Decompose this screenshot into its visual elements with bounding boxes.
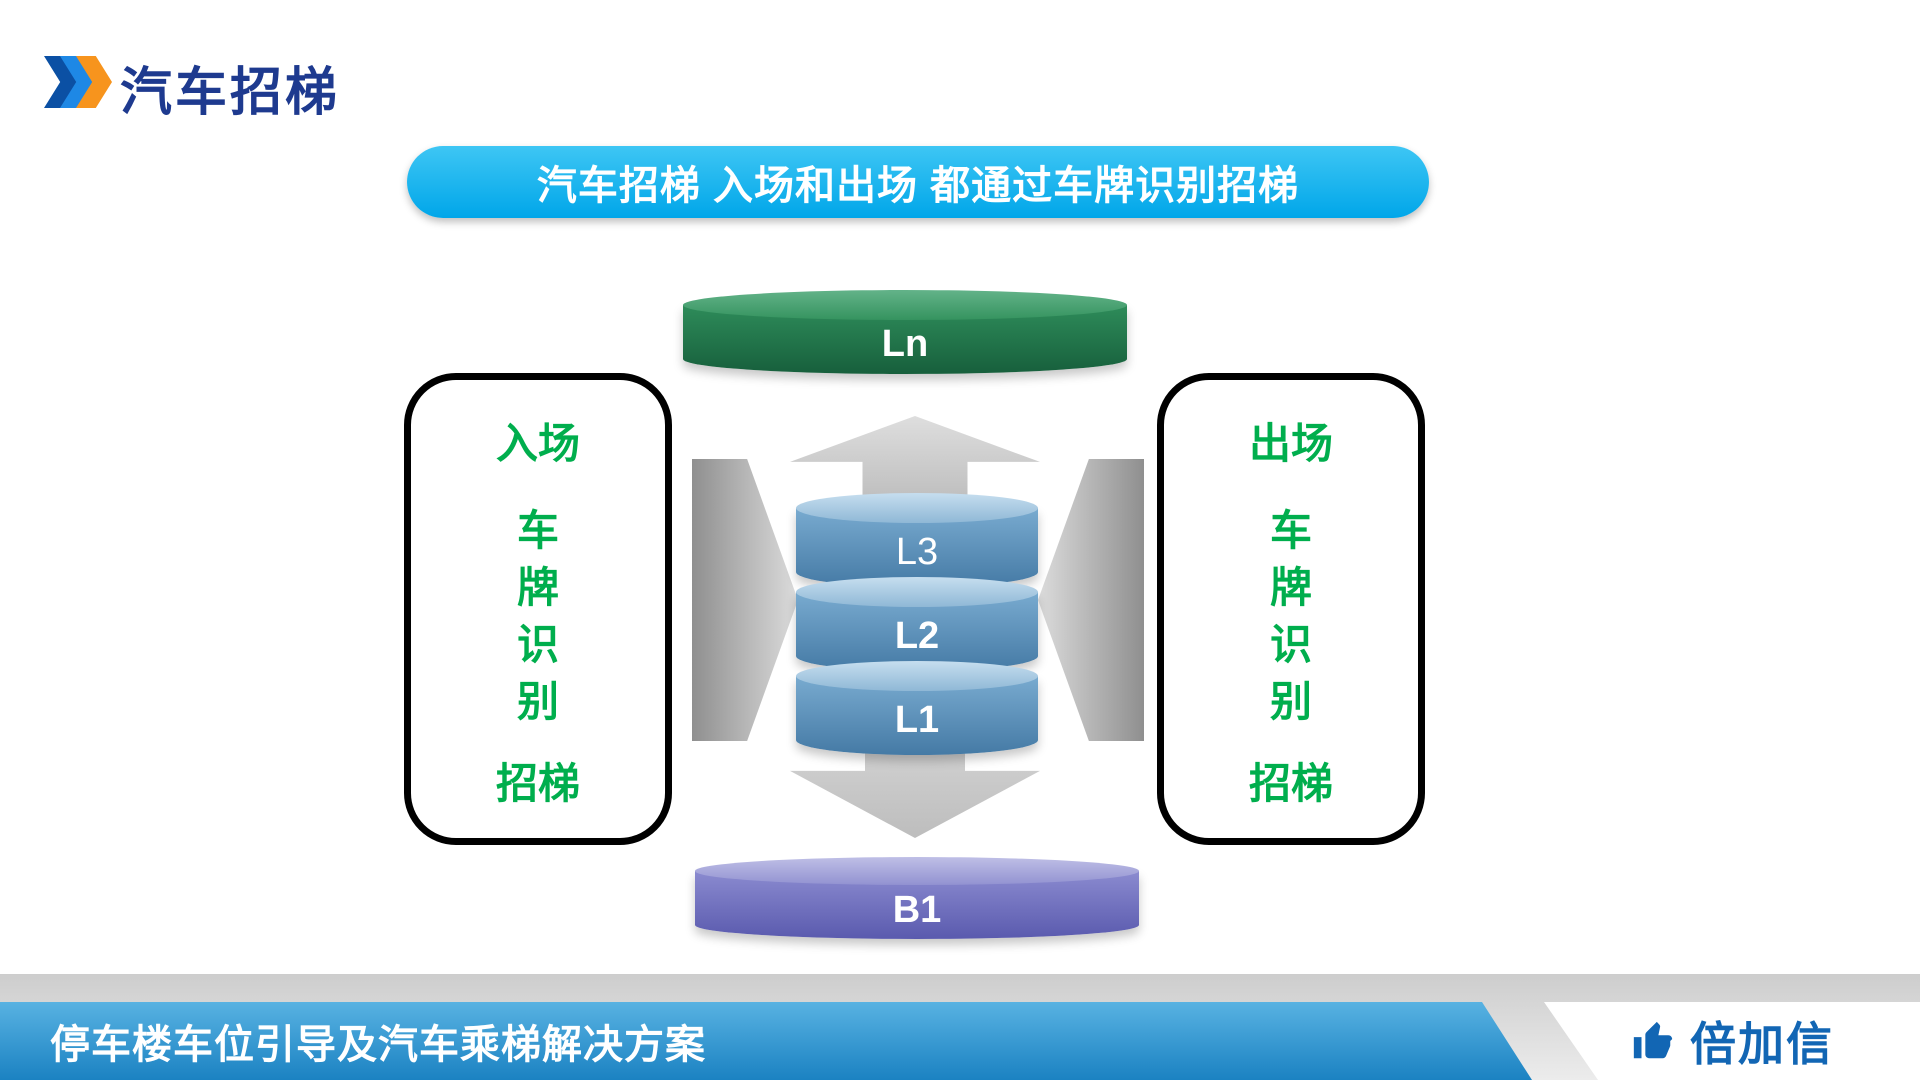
cylinder-b1-cap	[695, 857, 1139, 885]
entry-box-title: 入场	[495, 420, 580, 467]
banner: 汽车招梯 入场和出场 都通过车牌识别招梯	[407, 146, 1429, 218]
entry-box: 入场 车 牌 识 别 招梯	[404, 373, 672, 845]
entry-box-char: 牌	[516, 564, 559, 611]
exit-box-char: 别	[1269, 678, 1312, 725]
exit-box: 出场 车 牌 识 别 招梯	[1157, 373, 1425, 845]
exit-box-char: 牌	[1269, 564, 1312, 611]
cylinder-l1: L1	[796, 661, 1038, 755]
exit-box-char: 识	[1269, 621, 1312, 668]
cylinder-l1-label: L1	[894, 699, 940, 741]
entry-box-action: 招梯	[495, 760, 580, 807]
footer-brand-panel: 倍加信	[1544, 1002, 1920, 1080]
cylinder-ln-label: Ln	[881, 323, 929, 365]
footer-caption-bar: 停车楼车位引导及汽车乘梯解决方案	[0, 1002, 1532, 1080]
banner-text: 汽车招梯 入场和出场 都通过车牌识别招梯	[536, 164, 1300, 208]
cylinder-b1: B1	[695, 857, 1139, 939]
page-title: 汽车招梯	[120, 64, 341, 122]
cylinder-l3-cap	[796, 493, 1038, 523]
brand-name: 倍加信	[1690, 1018, 1834, 1070]
cylinder-l2-cap	[796, 577, 1038, 607]
cylinder-l3-label: L3	[895, 531, 939, 573]
cylinder-l3-body: L3	[796, 508, 1038, 587]
exit-box-action: 招梯	[1248, 760, 1333, 807]
entry-box-char: 别	[516, 678, 559, 725]
chevrons-icon	[44, 56, 154, 108]
cylinder-b1-label: B1	[892, 888, 942, 931]
arrow-inward-left-icon	[692, 459, 798, 741]
entry-box-char: 车	[516, 507, 559, 554]
arrow-inward-right-icon	[1038, 459, 1144, 741]
entry-box-char: 识	[516, 621, 559, 668]
cylinder-ln-cap	[683, 290, 1127, 320]
arrow-up-icon	[790, 416, 1040, 498]
exit-box-title: 出场	[1248, 420, 1333, 467]
cylinder-ln: Ln	[683, 290, 1127, 374]
thumbs-up-icon	[1633, 1021, 1673, 1059]
cylinder-l2-label: L2	[894, 615, 940, 657]
footer-caption: 停车楼车位引导及汽车乘梯解决方案	[50, 1023, 706, 1067]
cylinder-l1-cap	[796, 661, 1038, 691]
cylinder-l3: L3	[796, 493, 1038, 587]
exit-box-char: 车	[1269, 507, 1312, 554]
cylinder-l2: L2	[796, 577, 1038, 671]
